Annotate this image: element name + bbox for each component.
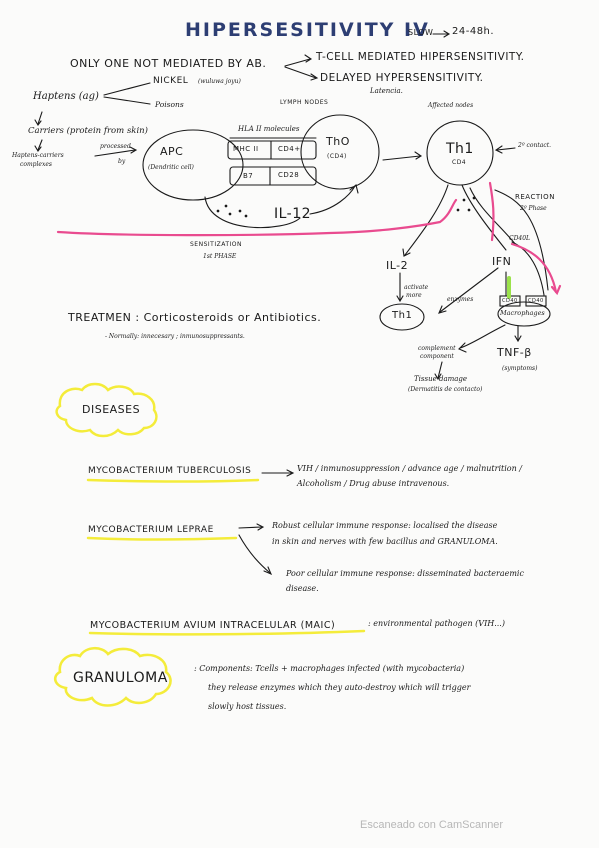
granuloma-line2: they release enzymes which they auto-des…: [208, 683, 471, 692]
poisons-label: Poisons: [155, 100, 184, 109]
b7-label: B7: [243, 172, 254, 180]
lepra-desc-line3: Poor cellular immune response: dissemina…: [286, 569, 524, 578]
tho-cell: [300, 114, 380, 190]
scanner-watermark: Escaneado con CamScanner: [360, 819, 504, 831]
first-phase-label: 1st PHASE: [203, 253, 237, 260]
hla-label: HLA II molecules: [238, 125, 300, 133]
tho-cd4-label: (CD4): [327, 153, 347, 160]
sensitization-label: SENSITIZATION: [190, 241, 242, 248]
arrow-head: [443, 30, 451, 38]
macrophages-label: Macrophages: [500, 309, 545, 317]
mai-name: MYCOBACTERIUM AVIUM INTRACELULAR (MAIC): [90, 620, 336, 631]
th1-cell: [426, 120, 494, 186]
cd40l-label: CD40L: [509, 235, 531, 242]
carriers-label: Carriers (protein from skin): [28, 126, 148, 136]
th1-small-label: Th1: [392, 310, 413, 321]
delayed-sub: Latencia.: [370, 87, 403, 95]
th1-cd4-label: CD4: [452, 159, 467, 166]
processed-label: processed: [100, 143, 131, 150]
lepra-desc-line1: Robust cellular immune response: localis…: [272, 521, 498, 530]
tissue-label: Tissue damage: [414, 375, 468, 383]
nickel-note: (wuluwa joyu): [198, 78, 241, 85]
granuloma-line1: : Components: Tcells + macrophages infec…: [194, 664, 465, 673]
complement-label: complement: [418, 345, 456, 352]
granuloma-line3: slowly host tissues.: [208, 702, 287, 711]
dendritic-label: (Dendritic cell): [148, 164, 194, 171]
dermatitis-label: (Dermatitis de contacto): [408, 386, 483, 393]
tb-name: MYCOBACTERIUM TUBERCULOSIS: [88, 466, 252, 476]
diseases-header: DISEASES: [82, 403, 141, 416]
delayed-note: DELAYED HYPERSENSITIVITY.: [320, 72, 484, 84]
treatment-note: - Normally: innecesary ; inmunosuppressa…: [105, 333, 245, 340]
tho-label: ThO: [326, 135, 350, 148]
lymph-nodes-label: LYMPH NODES: [280, 99, 329, 106]
haptens-label: Haptens (ag): [33, 91, 99, 102]
granuloma-label: GRANULOMA: [73, 670, 168, 686]
mai-desc: : environmental pathogen (VIH...): [368, 619, 505, 628]
granuloma-cloud: [53, 646, 172, 707]
cd4plus-label: CD4+: [278, 145, 301, 153]
ifn-label: IFN: [492, 255, 512, 268]
nickel-label: NICKEL: [153, 76, 189, 86]
page-title: HIPERSESITIVITY IV: [185, 19, 430, 41]
yellow-underlines: [86, 478, 366, 636]
haptens-carriers-label: Haptens-carriers: [12, 152, 64, 159]
il2-label: IL-2: [386, 259, 409, 272]
affect-nodes-label: Affected nodes: [428, 102, 474, 109]
tcell-note: T-CELL MEDIATED HIPERSENSITIVITY.: [316, 51, 525, 63]
component-label: component: [420, 353, 454, 360]
apc-cell: [142, 129, 244, 201]
apc-label: APC: [160, 145, 184, 158]
cd40-low-label: CD40: [528, 298, 544, 304]
il12-label: IL-12: [274, 206, 312, 222]
complexes-label: complexes: [20, 161, 52, 168]
diseases-cloud: [55, 382, 158, 438]
treatment-label: TREATMEN : Corticosteroids or Antibiotic…: [68, 311, 322, 324]
speed-label: SLOW: [408, 28, 434, 37]
activate-label: activate: [404, 284, 429, 291]
lepra-desc-line4: disease.: [286, 584, 319, 593]
only-one-note: ONLY ONE NOT MEDIATED BY AB.: [70, 57, 267, 70]
cd28-label: CD28: [278, 171, 300, 179]
second-phase-label: 2º Phase: [520, 205, 547, 212]
tb-desc-line2: Alcoholism / Drug abuse intravenous.: [297, 479, 450, 488]
enzymes-label: enzymes: [447, 296, 474, 303]
symptoms-label: (symptoms): [502, 365, 538, 372]
more-label: more: [406, 292, 422, 299]
tnf-label: TNF-β: [497, 346, 532, 359]
tb-desc-line1: VIH / inmunosuppression / advance age / …: [297, 464, 522, 473]
lepra-desc-line2: in skin and nerves with few bacillus and…: [272, 537, 498, 546]
lepra-name: MYCOBACTERIUM LEPRAE: [88, 525, 214, 535]
by-label: by: [118, 158, 126, 165]
mhc-label: MHC II: [233, 145, 259, 153]
th1-label: Th1: [446, 141, 474, 157]
second-contact-label: 2º contact.: [518, 142, 552, 149]
pink-divider: [56, 198, 458, 237]
time-label: 24-48h.: [452, 26, 495, 37]
reaction-label: REACTION: [515, 193, 555, 201]
cd40-label: CD40: [502, 298, 518, 304]
